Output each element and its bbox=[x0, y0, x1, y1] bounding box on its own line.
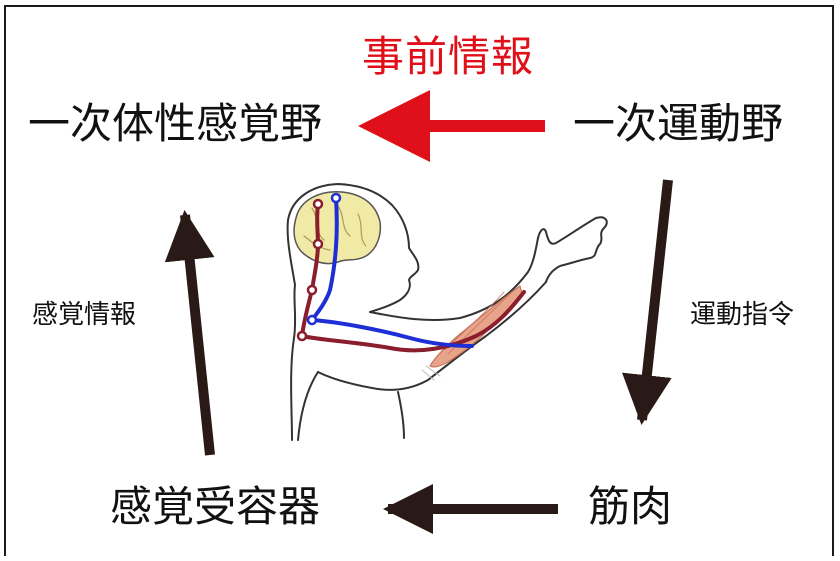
sensory-receptor-label: 感覚受容器 bbox=[110, 486, 320, 528]
primary-somatosensory-cortex-label: 一次体性感覚野 bbox=[28, 103, 322, 145]
primary-motor-cortex-label: 一次運動野 bbox=[573, 103, 783, 145]
muscle-label: 筋肉 bbox=[588, 486, 672, 528]
sensory-information-label: 感覚情報 bbox=[32, 302, 136, 328]
hand-outline bbox=[538, 217, 607, 282]
torso-outline bbox=[298, 372, 404, 440]
human-figure-illustration bbox=[288, 184, 607, 440]
motor-pathway bbox=[312, 198, 472, 346]
motor-command-label: 運動指令 bbox=[690, 302, 794, 328]
prior-information-label: 事前情報 bbox=[362, 36, 534, 78]
motor-command-arrow bbox=[642, 180, 668, 420]
sensory-information-arrow bbox=[185, 215, 210, 455]
